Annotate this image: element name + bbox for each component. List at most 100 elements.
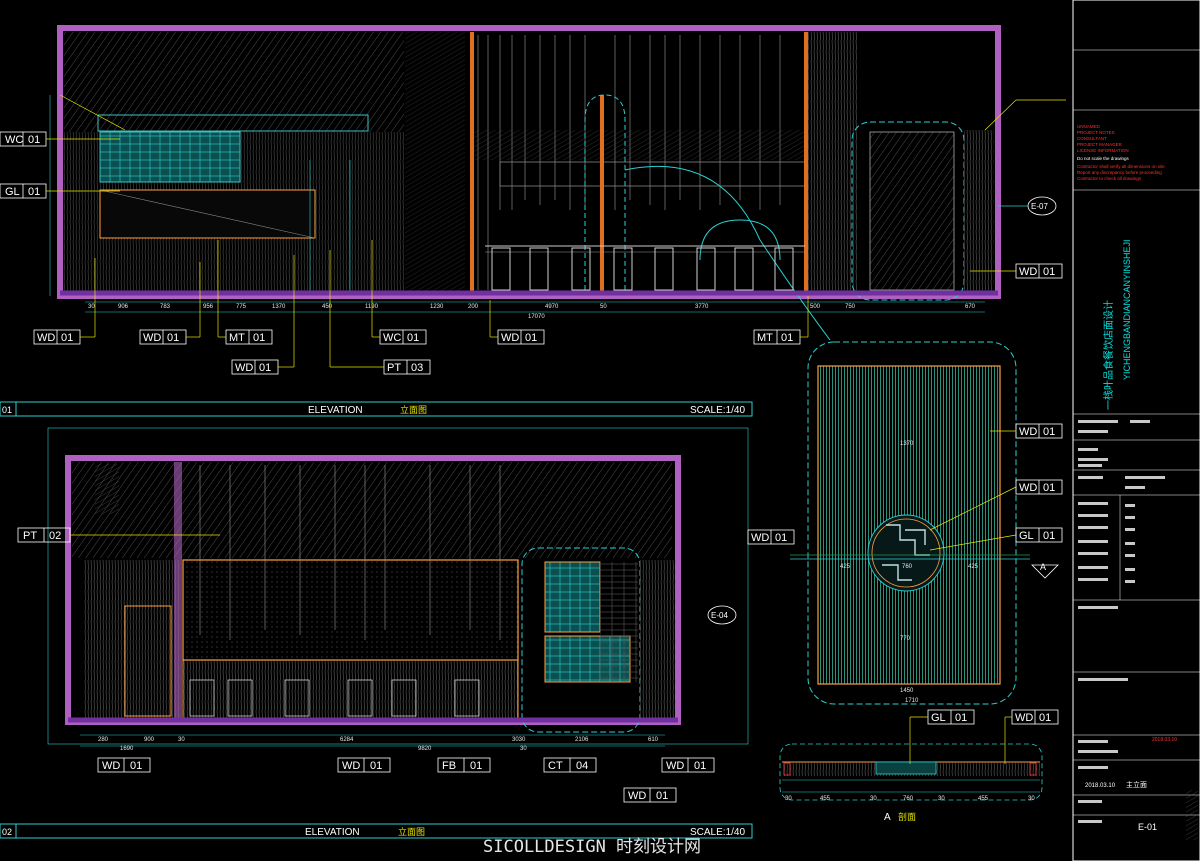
tag-e07: E-07	[998, 196, 1057, 216]
dim-text: 1370	[272, 304, 286, 310]
svg-text:GL: GL	[931, 712, 946, 724]
svg-text:WD: WD	[102, 760, 120, 772]
tag-wd01-c: WD 01	[231, 255, 295, 375]
svg-text:WD: WD	[342, 760, 360, 772]
svg-text:3030: 3030	[512, 737, 526, 743]
top-elevation: 30 906 783 956 775 1370 450 1190 1230 20…	[49, 25, 1001, 341]
svg-text:01: 01	[28, 186, 40, 198]
svg-text:LICENSE INFORMATION: LICENSE INFORMATION	[1077, 148, 1129, 153]
svg-text:WD: WD	[1015, 712, 1033, 724]
dim-total: 17070	[528, 314, 545, 320]
dim-text: 3770	[695, 304, 709, 310]
svg-text:WC: WC	[383, 332, 401, 344]
svg-text:6284: 6284	[340, 737, 354, 743]
svg-text:01: 01	[28, 134, 40, 146]
svg-text:1450: 1450	[900, 688, 914, 694]
dim-text: 450	[322, 304, 333, 310]
drawing-date: 2018.03.10	[1152, 737, 1177, 743]
tag-wc01-b: WC 01	[371, 240, 427, 345]
tag-wd01-i: WD 01	[623, 787, 677, 803]
svg-text:PROJECT MANAGER: PROJECT MANAGER	[1077, 142, 1123, 147]
view-title-cn: 立面图	[400, 404, 427, 415]
svg-text:01: 01	[1043, 530, 1055, 542]
dim-text: 50	[600, 304, 607, 310]
svg-text:30: 30	[870, 796, 877, 802]
svg-text:Contractor to check all drawin: Contractor to check all drawings	[1077, 176, 1142, 181]
svg-text:PROJECT NOTES: PROJECT NOTES	[1077, 130, 1115, 135]
dim-text: 1230	[430, 304, 444, 310]
view-number: 01	[2, 405, 12, 415]
svg-text:1370: 1370	[900, 441, 914, 447]
svg-text:01: 01	[1043, 482, 1055, 494]
svg-text:WD: WD	[501, 332, 519, 344]
svg-text:01: 01	[775, 532, 787, 544]
svg-text:WD: WD	[143, 332, 161, 344]
tag-wd01-l: WD 01	[747, 529, 795, 545]
plan-view: A 1450 1710 425 760 425 1370 770	[790, 341, 1059, 705]
view-scale: SCALE:1/40	[690, 405, 745, 416]
svg-text:04: 04	[576, 760, 588, 772]
svg-text:455: 455	[820, 796, 831, 802]
svg-text:WD: WD	[1019, 266, 1037, 278]
svg-text:WD: WD	[1019, 426, 1037, 438]
tag-wd01-k: WD 01	[929, 479, 1063, 531]
svg-text:Report any discrepancy before: Report any discrepancy before proceeding	[1077, 170, 1162, 175]
tag-wd01-m: WD 01	[1004, 709, 1059, 764]
svg-text:E-07: E-07	[1031, 202, 1048, 211]
dim-text: 906	[118, 304, 129, 310]
dim-text: 783	[160, 304, 171, 310]
svg-text:760: 760	[902, 564, 913, 570]
tag-mt01-a: MT 01	[217, 240, 273, 345]
svg-text:30: 30	[520, 746, 527, 752]
svg-text:GL: GL	[5, 186, 20, 198]
bottom-elevation: 280 1690 900 30 6284 9820 3030 30 2106 6…	[47, 427, 749, 752]
svg-text:E-04: E-04	[711, 611, 728, 620]
drawing-title: 主立面	[1126, 780, 1147, 789]
view-title-cn: 立面图	[398, 826, 425, 837]
top-tags: WC 01 GL 01 WD 01 WD 01	[0, 94, 1066, 375]
tag-ct04: CT 04	[543, 757, 597, 773]
svg-text:01: 01	[407, 332, 419, 344]
svg-text:WD: WD	[1019, 482, 1037, 494]
svg-text:01: 01	[1039, 712, 1051, 724]
svg-text:WD: WD	[628, 790, 646, 802]
svg-text:PT: PT	[23, 530, 37, 542]
title-block-notes: UNNAMED PROJECT NOTES CONSULTANT PROJECT…	[1077, 124, 1165, 181]
tag-wd01-d: WD 01	[489, 300, 545, 345]
view-title: ELEVATION	[308, 405, 363, 416]
plan-tags: WD 01 WD 01 GL 01 WD 01	[747, 423, 1063, 551]
dim-text: 750	[845, 304, 856, 310]
svg-text:760: 760	[903, 796, 914, 802]
svg-text:30: 30	[1028, 796, 1035, 802]
svg-text:UNNAMED: UNNAMED	[1077, 124, 1101, 129]
tag-pt03: PT 03	[329, 250, 431, 375]
dim-text: 200	[468, 304, 479, 310]
tag-e04: E-04	[707, 605, 737, 625]
svg-text:30: 30	[938, 796, 945, 802]
svg-text:01: 01	[694, 760, 706, 772]
view-02-title-bar: 02 ELEVATION 立面图 SCALE:1/40	[0, 823, 753, 839]
tag-mt01-b: MT 01	[753, 296, 809, 345]
view-01-title-bar: 01 ELEVATION 立面图 SCALE:1/40	[0, 401, 753, 417]
svg-text:2106: 2106	[575, 737, 589, 743]
drawing-date-2: 2018.03.10	[1085, 783, 1116, 789]
svg-text:MT: MT	[757, 332, 773, 344]
watermark: SICOLLDESIGN 时刻设计网	[483, 837, 701, 857]
svg-text:03: 03	[411, 362, 423, 374]
section-marker: A	[1040, 562, 1046, 572]
project-name: 一栈叶品食餐饮店面设计	[1102, 300, 1115, 410]
svg-text:GL: GL	[1019, 530, 1034, 542]
dim-text: 30	[88, 304, 95, 310]
svg-text:01: 01	[781, 332, 793, 344]
led-shelf	[97, 114, 369, 239]
svg-text:280: 280	[98, 737, 109, 743]
svg-text:770: 770	[900, 636, 911, 642]
svg-text:01: 01	[955, 712, 967, 724]
tag-fb01: FB 01	[437, 757, 491, 773]
drawing-number: E-01	[1138, 822, 1157, 832]
svg-text:01: 01	[1043, 426, 1055, 438]
tag-wd01-g: WD 01	[337, 757, 391, 773]
svg-text:900: 900	[144, 737, 155, 743]
svg-text:WD: WD	[751, 532, 769, 544]
svg-text:WD: WD	[37, 332, 55, 344]
